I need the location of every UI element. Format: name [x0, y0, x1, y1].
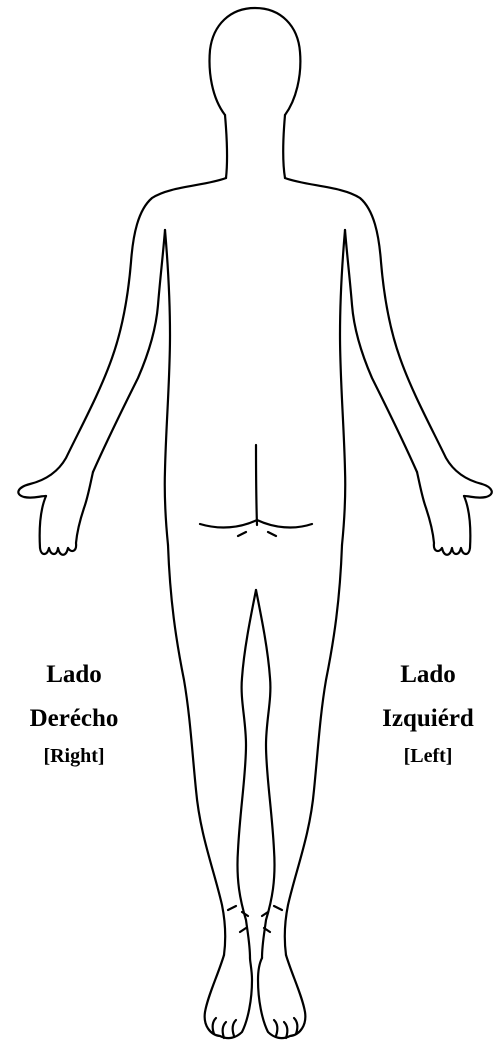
right-hand	[40, 472, 93, 555]
right-side-label-line1: Lado	[0, 653, 154, 697]
left-leg-outer	[285, 545, 342, 955]
left-side-translation: [Left]	[348, 741, 494, 771]
right-side-translation: [Right]	[0, 741, 154, 771]
right-side-label: Lado Derécho [Right]	[0, 653, 154, 771]
left-side-label-line2: Izquiérd	[348, 697, 494, 741]
left-side-label-line1: Lado	[348, 653, 494, 697]
right-side-label-line2: Derécho	[0, 697, 154, 741]
head-outline	[210, 8, 301, 115]
left-shoulder-arm-outer	[285, 178, 492, 498]
right-shoulder-arm-outer	[18, 178, 226, 498]
right-leg-outer	[168, 545, 225, 955]
torso-left-side	[340, 230, 345, 545]
torso-right-side	[165, 230, 170, 545]
left-leg-inner	[256, 590, 275, 958]
neck-left-side	[283, 115, 285, 178]
buttocks-detail-marks	[238, 532, 276, 536]
right-arm-inner	[93, 230, 165, 472]
left-side-label: Lado Izquiérd [Left]	[348, 653, 494, 771]
neck-right-side	[225, 115, 227, 178]
left-ankle-marks	[262, 906, 282, 932]
right-leg-inner	[237, 590, 256, 958]
left-hand	[417, 472, 470, 555]
spine-line	[256, 445, 257, 525]
